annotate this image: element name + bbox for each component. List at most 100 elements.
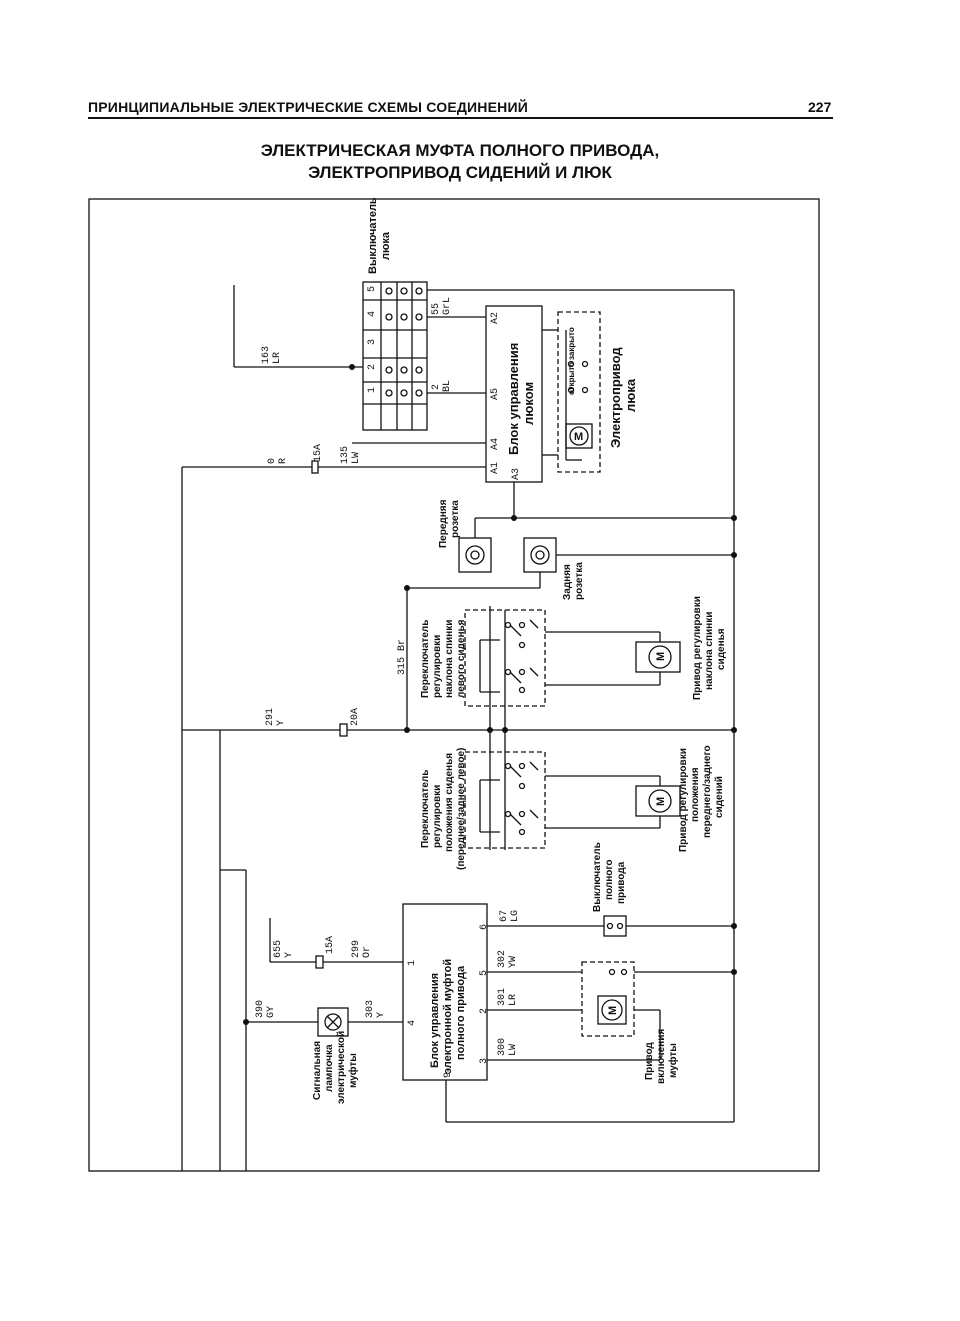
wire-303: 303: [365, 1000, 376, 1018]
sunroof-switch-label-1: Выключатель: [367, 197, 379, 274]
rear-socket-label-1: Задняя: [562, 564, 573, 600]
wire-655: 655: [273, 940, 284, 958]
clutch-lamp-label-1: Сигнальная: [312, 1041, 323, 1100]
ctl-pin-a1: A1: [490, 462, 501, 474]
wire-291: 291: [265, 708, 276, 726]
diagram-title-line1: ЭЛЕКТРИЧЕСКАЯ МУФТА ПОЛНОГО ПРИВОДА,: [260, 141, 660, 160]
clutch-drive-label-3: муфты: [667, 1043, 679, 1078]
clutch-motor-symbol: M: [607, 1006, 619, 1015]
seat-pos-switch-label-4: (переднее/заднее левое): [456, 748, 467, 870]
sunroof-control-label-2: люком: [521, 382, 536, 425]
seat-pos-switch-label-1: Переключатель: [420, 770, 431, 848]
awd-pin-4: 4: [407, 1020, 418, 1026]
sunroof-motor-label-1: Электропривод: [608, 347, 623, 448]
ctl-pin-a5: A5: [490, 388, 501, 400]
wire-301-color: LR: [508, 994, 519, 1006]
wire-655-color: Y: [284, 952, 295, 958]
wire-55-color: GrL: [442, 297, 453, 315]
header-rule: [88, 117, 833, 119]
clutch-drive-label-2: включения: [656, 1029, 667, 1084]
front-socket-box: [458, 537, 492, 573]
awd-pin-2: 2: [479, 1008, 490, 1014]
page-number: 227: [808, 99, 832, 115]
seat-pos-motor-label-2: положения: [690, 767, 701, 822]
awd-control-label-3: полного привода: [455, 965, 467, 1060]
seat-pos-motor-symbol: M: [655, 797, 667, 806]
diagram-title-line2: ЭЛЕКТРОПРИВОД СИДЕНИЙ И ЛЮК: [308, 163, 612, 182]
sunroof-switch-label-2: люка: [380, 231, 392, 260]
sw-pin-3: 3: [367, 339, 378, 345]
front-socket-label-1: Передняя: [438, 499, 449, 548]
seat-back-switch-label-2: регулировки: [432, 635, 443, 698]
wire-315: 315 Br: [397, 639, 408, 675]
awd-pin-1: 1: [407, 960, 418, 966]
wire-390-color: GY: [266, 1006, 277, 1018]
seat-back-motor-label-1: Привод регулировки: [692, 596, 703, 700]
awd-control-label-1: Блок управления: [429, 973, 441, 1068]
seat-pos-motor-box: [635, 785, 681, 817]
fuse-15a-bottom: 15A: [325, 936, 336, 954]
wire-67: 67: [499, 910, 510, 922]
wire-299-color: Or: [362, 946, 373, 958]
sunroof-motor-symbol: M: [574, 431, 583, 443]
rear-socket-box: [523, 537, 557, 573]
wire-2-color: BL: [442, 380, 453, 392]
wire-302: 302: [497, 950, 508, 968]
wire-300-color: LW: [508, 1044, 519, 1056]
awd-pin-6: 6: [479, 924, 490, 930]
fuse-20a: 20A: [350, 708, 361, 726]
wire-67-color: LG: [510, 910, 521, 922]
seat-pos-switch-box: [464, 751, 546, 849]
wire-163-color: LR: [272, 352, 283, 364]
seat-pos-motor-label-1: Привод регулировки: [678, 748, 689, 852]
seat-pos-switch-label-3: положения сиденья: [444, 753, 455, 852]
wire-300: 300: [497, 1038, 508, 1056]
awd-pin-9: 9: [443, 1072, 454, 1078]
seat-back-motor-label-2: наклона спинки: [704, 612, 715, 690]
wire-299: 299: [351, 940, 362, 958]
switch-open-label: открыто: [567, 362, 576, 395]
wire-390: 390: [255, 1000, 266, 1018]
diagram-frame: [88, 198, 820, 1172]
rear-socket-label-2: розетка: [574, 562, 585, 600]
seat-back-motor-box: [635, 641, 681, 673]
wire-0-color: R: [278, 458, 289, 464]
awd-control-box: [402, 903, 488, 1081]
wire-302-color: YW: [508, 956, 519, 968]
awd-pin-3: 3: [479, 1058, 490, 1064]
awd-switch-label-2: полного: [604, 859, 615, 900]
junction-dots: [243, 364, 737, 1025]
wire-2: 2: [431, 384, 442, 390]
seat-pos-motor-label-3: переднего/заднего: [702, 745, 713, 838]
seat-back-switch-label-1: Переключатель: [420, 620, 431, 698]
awd-switch-label-3: привода: [616, 861, 627, 904]
clutch-drive-label-1: Привод: [644, 1042, 655, 1080]
awd-pin-5: 5: [479, 970, 490, 976]
sw-pin-1: 1: [367, 387, 378, 393]
wire-303-color: Y: [376, 1012, 387, 1018]
wire-301: 301: [497, 988, 508, 1006]
wire-291-color: Y: [276, 720, 287, 726]
clutch-lamp-label-4: муфты: [347, 1053, 359, 1088]
seat-back-motor-symbol: M: [655, 652, 667, 661]
front-socket-label-2: розетка: [450, 500, 461, 538]
seat-pos-motor-label-4: сидений: [714, 776, 725, 818]
wire-135-color: LW: [351, 452, 362, 464]
wire-55: 55: [431, 303, 442, 315]
sw-pin-5: 5: [367, 286, 378, 292]
wire-163: 163: [261, 346, 272, 364]
ctl-pin-a4: A4: [490, 438, 501, 450]
ctl-pin-a3: A3: [511, 468, 522, 480]
awd-switch-label-1: Выключатель: [592, 842, 603, 912]
switch-close-label: закрыто: [567, 327, 576, 360]
ctl-pin-a2: A2: [490, 312, 501, 324]
seat-pos-switch-label-2: регулировки: [432, 785, 443, 848]
seat-back-motor-label-3: сиденья: [716, 628, 727, 670]
wire-135: 135: [340, 446, 351, 464]
sunroof-switch-box: [362, 281, 428, 431]
awd-control-label-2: электронной муфтой: [442, 959, 454, 1074]
sw-pin-2: 2: [367, 364, 378, 370]
clutch-drive-box: [581, 961, 635, 1037]
seat-back-switch-label-4: левого сиденья: [456, 619, 467, 698]
